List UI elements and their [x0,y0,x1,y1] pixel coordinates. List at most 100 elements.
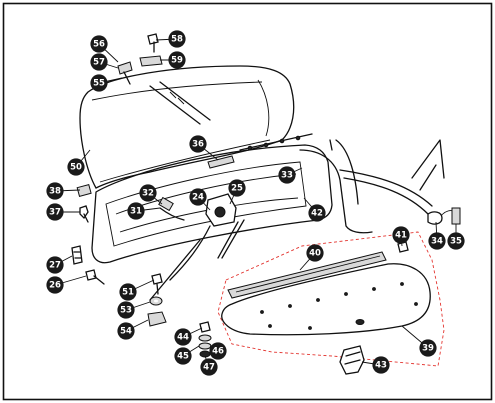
clip-38 [76,183,92,197]
callout-number: 37 [49,208,61,218]
callout-58: 58 [168,30,186,48]
callout-54: 54 [117,322,135,340]
callout-number: 45 [177,352,189,362]
callout-number: 56 [93,40,105,50]
callout-bubble [419,339,437,357]
callout-24: 24 [189,188,207,206]
screw-58 [147,33,159,53]
callout-bubble [447,232,465,250]
callout-number: 32 [142,189,154,199]
callout-bubble [200,358,218,376]
callout-59: 59 [168,51,186,69]
callout-number: 42 [311,209,323,219]
callout-39: 39 [419,339,437,357]
plate-59 [139,55,163,67]
callout-44: 44 [174,328,192,346]
callout-number: 47 [203,363,215,373]
callout-bubble [127,202,145,220]
check-strap [158,196,185,221]
callout-bubble [278,166,296,184]
callout-bubble [117,322,135,340]
callout-number: 59 [171,56,183,66]
callout-number: 26 [49,281,61,291]
hinge-strip [207,133,313,169]
callout-number: 43 [375,361,387,371]
glovebox-lid [79,65,295,189]
callout-bubble [228,179,246,197]
callout-bubble [372,356,390,374]
callout-bubble [46,203,64,221]
callout-55: 55 [90,74,108,92]
callout-bubble [174,328,192,346]
callout-32: 32 [139,184,157,202]
callout-bubble [46,182,64,200]
callout-35: 35 [447,232,465,250]
callout-number: 24 [192,193,204,203]
callout-bubble [189,135,207,153]
callout-42: 42 [308,204,326,222]
callout-bubble [428,232,446,250]
clip-27 [71,245,83,265]
callout-41: 41 [392,226,410,244]
callout-36: 36 [189,135,207,153]
callout-number: 55 [93,79,105,89]
callout-bubble [119,283,137,301]
clip-35 [451,207,461,225]
callout-number: 31 [130,207,142,217]
callout-bubble [189,188,207,206]
callout-bubble [90,74,108,92]
callout-number: 36 [192,140,204,150]
callout-number: 39 [422,344,434,354]
callout-34: 34 [428,232,446,250]
callout-56: 56 [90,35,108,53]
callout-47: 47 [200,358,218,376]
screw-51 [151,273,163,295]
callout-number: 41 [395,231,407,241]
callout-37: 37 [46,203,64,221]
callout-33: 33 [278,166,296,184]
callout-43: 43 [372,356,390,374]
callout-bubble [168,51,186,69]
callout-bubble [139,184,157,202]
latch-assembly [149,193,245,301]
callout-bubble [308,204,326,222]
callout-bubble [209,342,227,360]
callout-bubble [90,53,108,71]
screw-34 [427,211,443,225]
callout-bubble [67,158,85,176]
callout-number: 54 [120,327,132,337]
callout-51: 51 [119,283,137,301]
callout-number: 27 [49,261,61,271]
callout-27: 27 [46,256,64,274]
subassembly-outline [217,231,445,367]
callout-46: 46 [209,342,227,360]
callout-40: 40 [306,244,324,262]
callout-number: 35 [450,237,462,247]
callout-31: 31 [127,202,145,220]
callout-number: 51 [122,288,134,298]
callout-number: 38 [49,187,61,197]
washer-53 [149,296,163,306]
callout-number: 44 [177,333,189,343]
callout-number: 40 [309,249,321,259]
bolt-41 [397,241,409,253]
callout-number: 46 [212,347,224,357]
hinge-40 [227,251,387,299]
callout-45: 45 [174,347,192,365]
callout-38: 38 [46,182,64,200]
callout-bubble [306,244,324,262]
catch-57 [117,61,133,85]
knob-43 [339,345,365,375]
clip-54 [147,311,167,327]
callout-26: 26 [46,276,64,294]
callout-57: 57 [90,53,108,71]
callout-number: 25 [231,184,243,194]
screw-26 [85,269,105,285]
callout-number: 50 [70,163,82,173]
callout-25: 25 [228,179,246,197]
callout-number: 33 [281,171,293,181]
fixing-stack [198,321,212,358]
